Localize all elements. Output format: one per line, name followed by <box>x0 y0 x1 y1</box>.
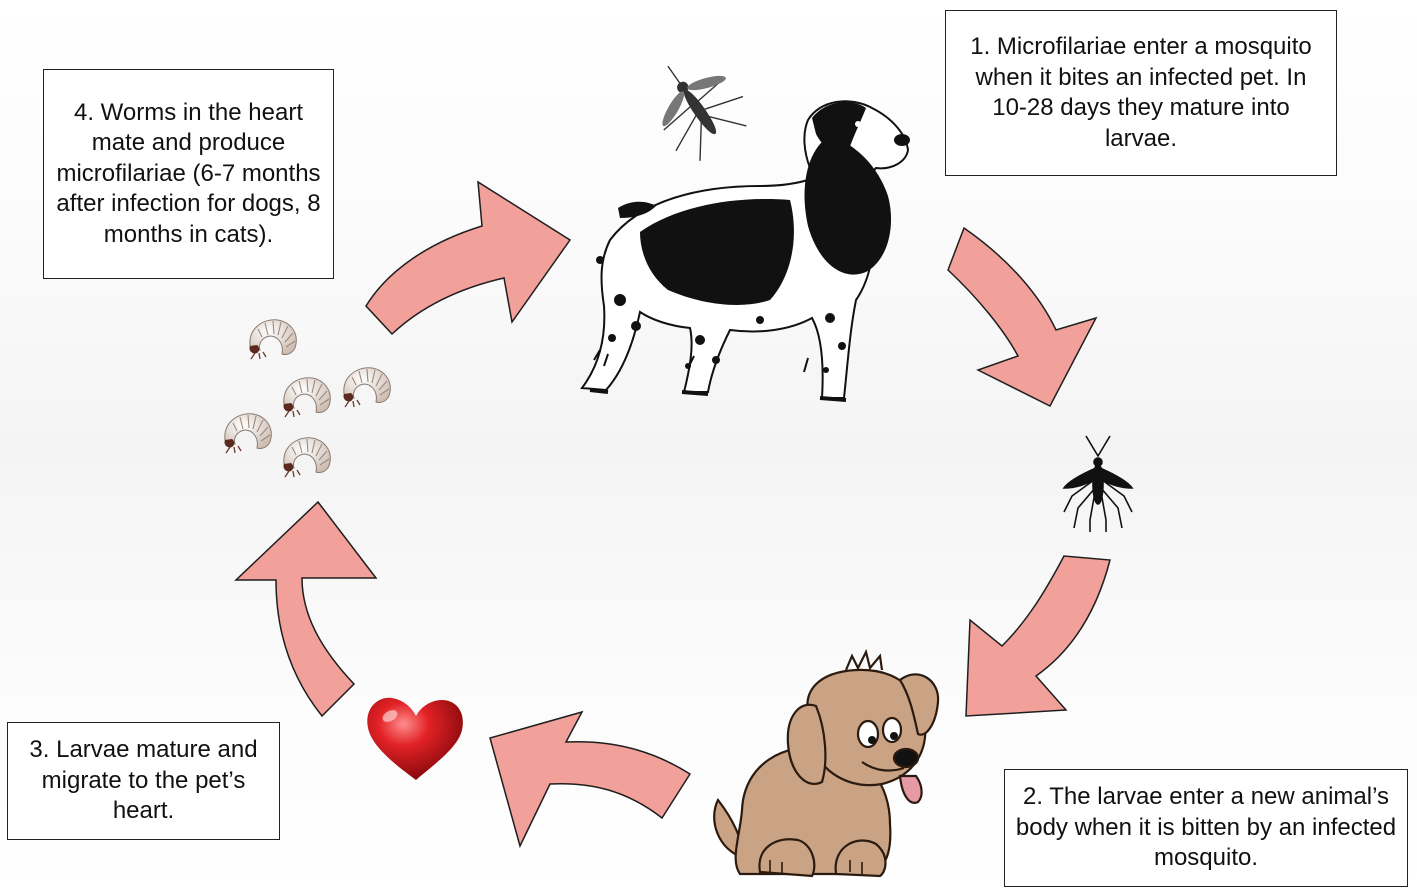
step-1-box: 1. Microfilariae enter a mosquito when i… <box>945 10 1337 176</box>
step-2-box: 2. The larvae enter a new animal’s body … <box>1004 769 1408 887</box>
larva-icon <box>283 378 330 417</box>
heart-icon <box>367 698 463 780</box>
arrow-dog-to-mosquito <box>948 228 1096 406</box>
step-3-box: 3. Larvae mature and migrate to the pet’… <box>7 722 280 840</box>
mosquito-icon <box>1064 436 1132 532</box>
arrow-heart-to-worms <box>236 502 376 716</box>
step-1-text: 1. Microfilariae enter a mosquito when i… <box>956 32 1326 154</box>
puppy-illustration <box>714 652 938 876</box>
larva-icon <box>249 320 296 359</box>
arrow-mosquito-to-puppy <box>966 556 1110 716</box>
flying-mosquito-icon <box>633 41 759 169</box>
step-4-text: 4. Worms in the heart mate and produce m… <box>54 98 323 251</box>
step-2-text: 2. The larvae enter a new animal’s body … <box>1015 782 1397 874</box>
step-3-text: 3. Larvae mature and migrate to the pet’… <box>18 735 269 827</box>
arrow-worms-to-dog <box>366 182 570 334</box>
larva-icon <box>283 438 330 477</box>
larva-icon <box>224 414 271 453</box>
step-4-box: 4. Worms in the heart mate and produce m… <box>43 69 334 279</box>
larva-icon <box>343 368 390 407</box>
arrow-puppy-to-heart <box>490 712 690 846</box>
adult-dog-illustration <box>582 101 910 400</box>
larvae-cluster <box>224 320 390 477</box>
